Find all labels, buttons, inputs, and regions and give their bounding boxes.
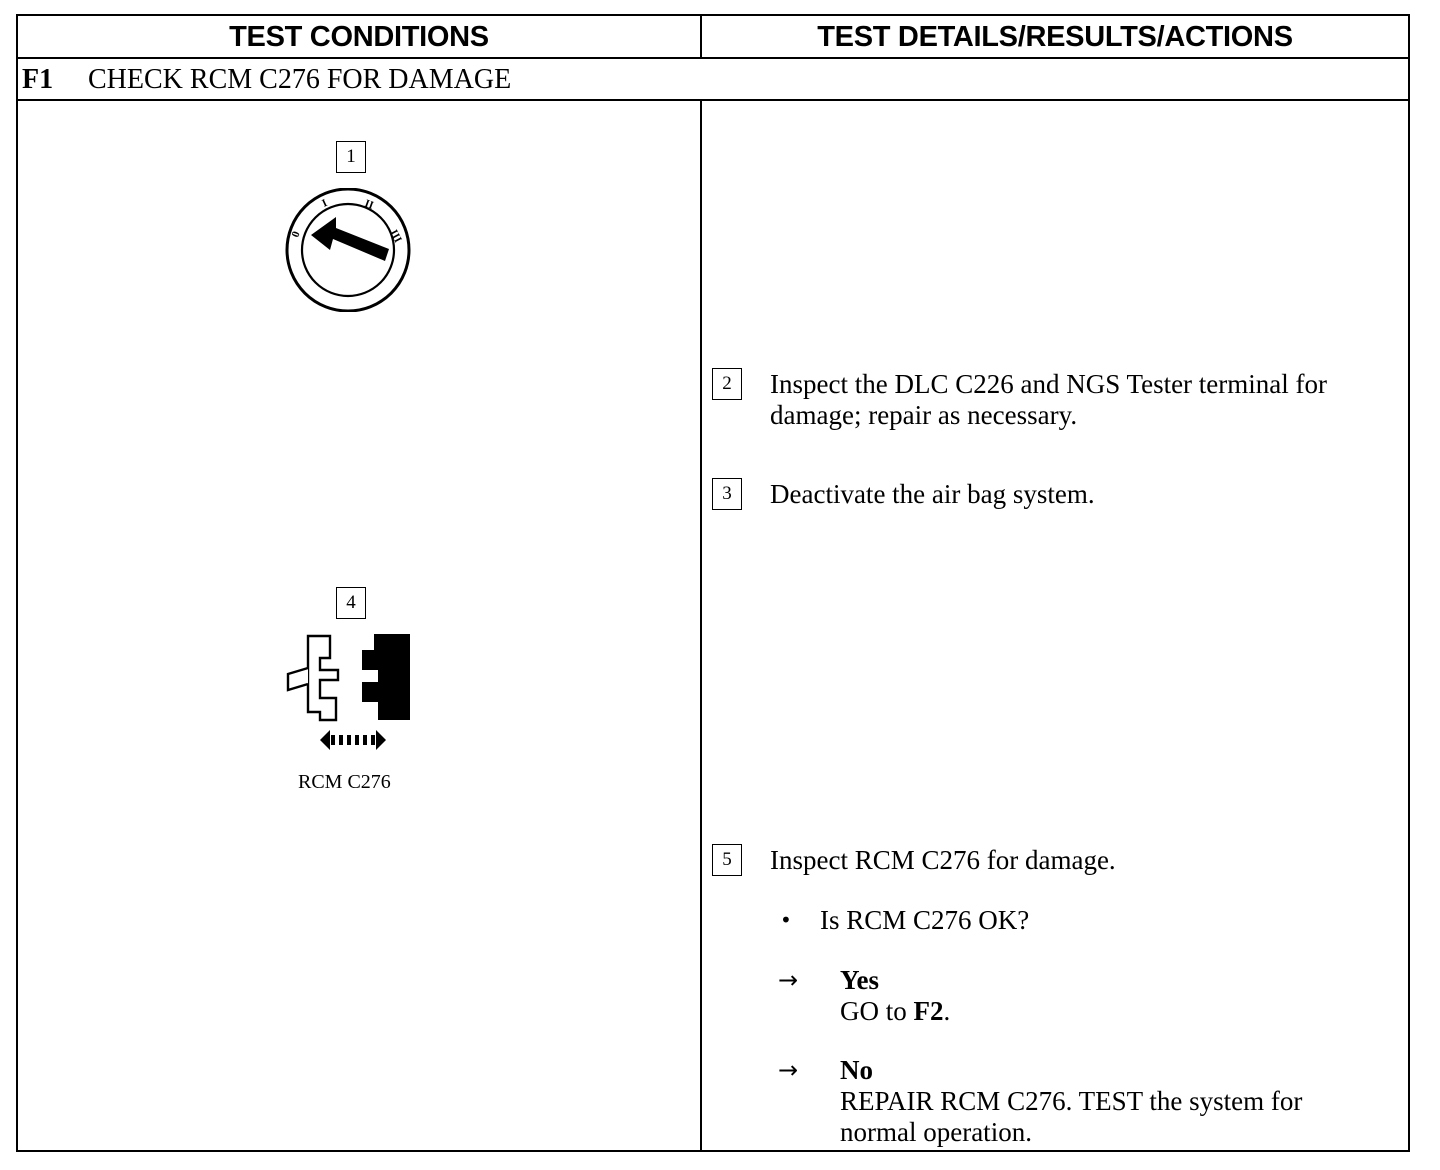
- step-2-text-line2: damage; repair as necessary.: [770, 400, 1078, 430]
- no-label: No: [840, 1055, 873, 1085]
- position-label-3: III: [387, 228, 404, 245]
- connector-disconnect-icon: [286, 634, 410, 750]
- question-bullet: •: [780, 908, 792, 932]
- position-label-0: 0: [290, 229, 303, 239]
- yes-label: Yes: [840, 965, 879, 995]
- no-arrow: →: [778, 1056, 799, 1084]
- connector-half-left: [306, 634, 340, 722]
- no-action-line1: REPAIR RCM C276. TEST the system for: [840, 1086, 1303, 1116]
- body-column-divider: [700, 99, 702, 1152]
- arrow-head-right: [376, 730, 386, 750]
- no-action-line2: normal operation.: [840, 1117, 1032, 1147]
- connector-lock-tab: [286, 666, 309, 692]
- ignition-switch-icon: 0 I II III: [285, 188, 411, 312]
- step-2-box: 2: [712, 368, 742, 400]
- yes-action-ref: F2: [913, 996, 944, 1026]
- step-title: CHECK RCM C276 FOR DAMAGE: [88, 64, 512, 95]
- step-5-box: 5: [712, 844, 742, 876]
- yes-action-suffix: .: [943, 996, 951, 1026]
- header-test-details: TEST DETAILS/RESULTS/ACTIONS: [817, 20, 1293, 53]
- table-frame: [16, 14, 1410, 1152]
- step-3-text: Deactivate the air bag system.: [770, 479, 1095, 509]
- step-id: F1: [22, 64, 54, 95]
- yes-action: GO to F2.: [840, 996, 950, 1027]
- connector-caption: RCM C276: [298, 771, 391, 793]
- header-divider: [16, 57, 1410, 59]
- step-title-row: F1 CHECK RCM C276 FOR DAMAGE: [22, 60, 511, 100]
- position-label-1: I: [320, 197, 329, 210]
- connector-half-right: [362, 634, 410, 720]
- key-pointer-arrow: [311, 217, 389, 261]
- header-column-divider: [700, 14, 702, 58]
- step-4-box: 4: [336, 587, 366, 619]
- title-divider: [16, 99, 1410, 101]
- header-test-conditions: TEST CONDITIONS: [229, 20, 489, 53]
- step-1-box: 1: [336, 141, 366, 173]
- yes-arrow: →: [778, 966, 799, 994]
- step-2-text-line1: Inspect the DLC C226 and NGS Tester term…: [770, 369, 1327, 399]
- step-3-box: 3: [712, 478, 742, 510]
- arrow-head-left: [320, 730, 330, 750]
- step-5-text: Inspect RCM C276 for damage.: [770, 845, 1116, 875]
- question-text: Is RCM C276 OK?: [820, 905, 1030, 935]
- yes-action-prefix: GO to: [840, 996, 914, 1026]
- position-label-2: II: [363, 198, 375, 212]
